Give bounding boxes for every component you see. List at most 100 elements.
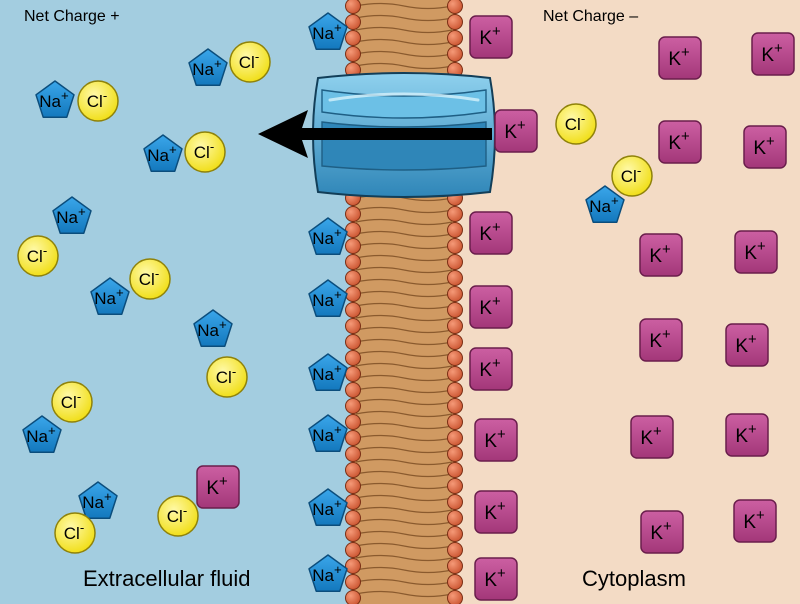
sodium-ion: Na+: [143, 134, 183, 172]
potassium-ion: K+: [658, 36, 702, 80]
chloride-ion: Cl-: [129, 258, 171, 300]
chloride-ion: Cl-: [77, 80, 119, 122]
sodium-ion: Na+: [308, 488, 348, 526]
lipid-head: [345, 446, 361, 462]
potassium-ion: K+: [474, 557, 518, 601]
lipid-head: [345, 14, 361, 30]
lipid-head: [345, 414, 361, 430]
lipid-head: [447, 206, 463, 222]
lipid-head: [345, 30, 361, 46]
lipid-head: [447, 30, 463, 46]
lipid-head: [447, 318, 463, 334]
region-label-cytoplasm: Cytoplasm: [582, 566, 686, 591]
potassium-ion: K+: [640, 510, 684, 554]
svg-text:Cl-: Cl-: [87, 88, 107, 112]
lipid-head: [345, 286, 361, 302]
chloride-ion: Cl-: [611, 155, 653, 197]
svg-text:Cl-: Cl-: [565, 111, 585, 135]
svg-text:Cl-: Cl-: [139, 266, 159, 290]
potassium-ion: K+: [725, 413, 769, 457]
lipid-head: [447, 446, 463, 462]
lipid-head: [345, 590, 361, 604]
potassium-ion: K+: [494, 109, 538, 153]
lipid-head: [447, 526, 463, 542]
lipid-head: [345, 574, 361, 590]
lipid-head: [345, 302, 361, 318]
lipid-head: [345, 0, 361, 14]
sodium-ion: Na+: [35, 80, 75, 118]
potassium-ion: K+: [196, 465, 240, 509]
lipid-head: [447, 14, 463, 30]
lipid-head: [345, 510, 361, 526]
sodium-ion: Na+: [308, 12, 348, 50]
lipid-head: [447, 0, 463, 14]
lipid-head: [345, 238, 361, 254]
lipid-head: [345, 478, 361, 494]
lipid-head: [447, 286, 463, 302]
svg-text:Cl-: Cl-: [621, 163, 641, 187]
svg-text:Cl-: Cl-: [194, 139, 214, 163]
potassium-ion: K+: [474, 490, 518, 534]
chloride-ion: Cl-: [184, 131, 226, 173]
lipid-head: [447, 558, 463, 574]
lipid-head: [447, 46, 463, 62]
lipid-head: [447, 574, 463, 590]
sodium-ion: Na+: [308, 414, 348, 452]
potassium-ion: K+: [639, 318, 683, 362]
lipid-head: [345, 254, 361, 270]
lipid-head: [345, 398, 361, 414]
lipid-head: [345, 462, 361, 478]
chloride-ion: Cl-: [206, 356, 248, 398]
potassium-ion: K+: [734, 230, 778, 274]
lipid-head: [447, 222, 463, 238]
potassium-ion: K+: [658, 120, 702, 164]
lipid-head: [447, 398, 463, 414]
potassium-ion: K+: [469, 347, 513, 391]
lipid-head: [447, 366, 463, 382]
chloride-ion: Cl-: [51, 381, 93, 423]
lipid-head: [345, 430, 361, 446]
lipid-head: [345, 382, 361, 398]
potassium-ion: K+: [469, 15, 513, 59]
lipid-head: [447, 270, 463, 286]
lipid-head: [447, 334, 463, 350]
region-label-extracellular: Extracellular fluid: [83, 566, 251, 591]
sodium-ion: Na+: [78, 481, 118, 519]
lipid-head: [345, 558, 361, 574]
lipid-head: [447, 462, 463, 478]
chloride-ion: Cl-: [157, 495, 199, 537]
svg-text:Cl-: Cl-: [61, 389, 81, 413]
efflux-arrow-icon: [258, 110, 492, 158]
sodium-ion: Na+: [308, 353, 348, 391]
lipid-head: [447, 430, 463, 446]
lipid-head: [345, 526, 361, 542]
sodium-ion: Na+: [308, 279, 348, 317]
lipid-head: [345, 542, 361, 558]
ions-layer: Na+Na+Na+Na+Na+Na+Na+Na+Cl-Cl-Cl-Cl-Cl-C…: [17, 12, 795, 601]
lipid-head: [447, 350, 463, 366]
chloride-ion: Cl-: [54, 512, 96, 554]
lipid-head: [447, 382, 463, 398]
net-charge-label-cytoplasm: Net Charge –: [543, 8, 639, 25]
lipid-head: [447, 590, 463, 604]
chloride-ion: Cl-: [17, 235, 59, 277]
chloride-ion: Cl-: [555, 103, 597, 145]
potassium-ion: K+: [751, 32, 795, 76]
potassium-ion: K+: [733, 499, 777, 543]
svg-text:Cl-: Cl-: [64, 520, 84, 544]
sodium-ion: Na+: [308, 217, 348, 255]
potassium-ion: K+: [639, 233, 683, 277]
net-charge-label-extracellular: Net Charge +: [24, 8, 120, 25]
lipid-head: [345, 318, 361, 334]
sodium-ion: Na+: [193, 309, 233, 347]
svg-text:Cl-: Cl-: [216, 364, 236, 388]
potassium-ion: K+: [469, 211, 513, 255]
potassium-ion: K+: [474, 418, 518, 462]
lipid-head: [345, 494, 361, 510]
lipid-head: [447, 494, 463, 510]
lipid-head: [447, 542, 463, 558]
lipid-head: [345, 334, 361, 350]
lipid-head: [447, 510, 463, 526]
